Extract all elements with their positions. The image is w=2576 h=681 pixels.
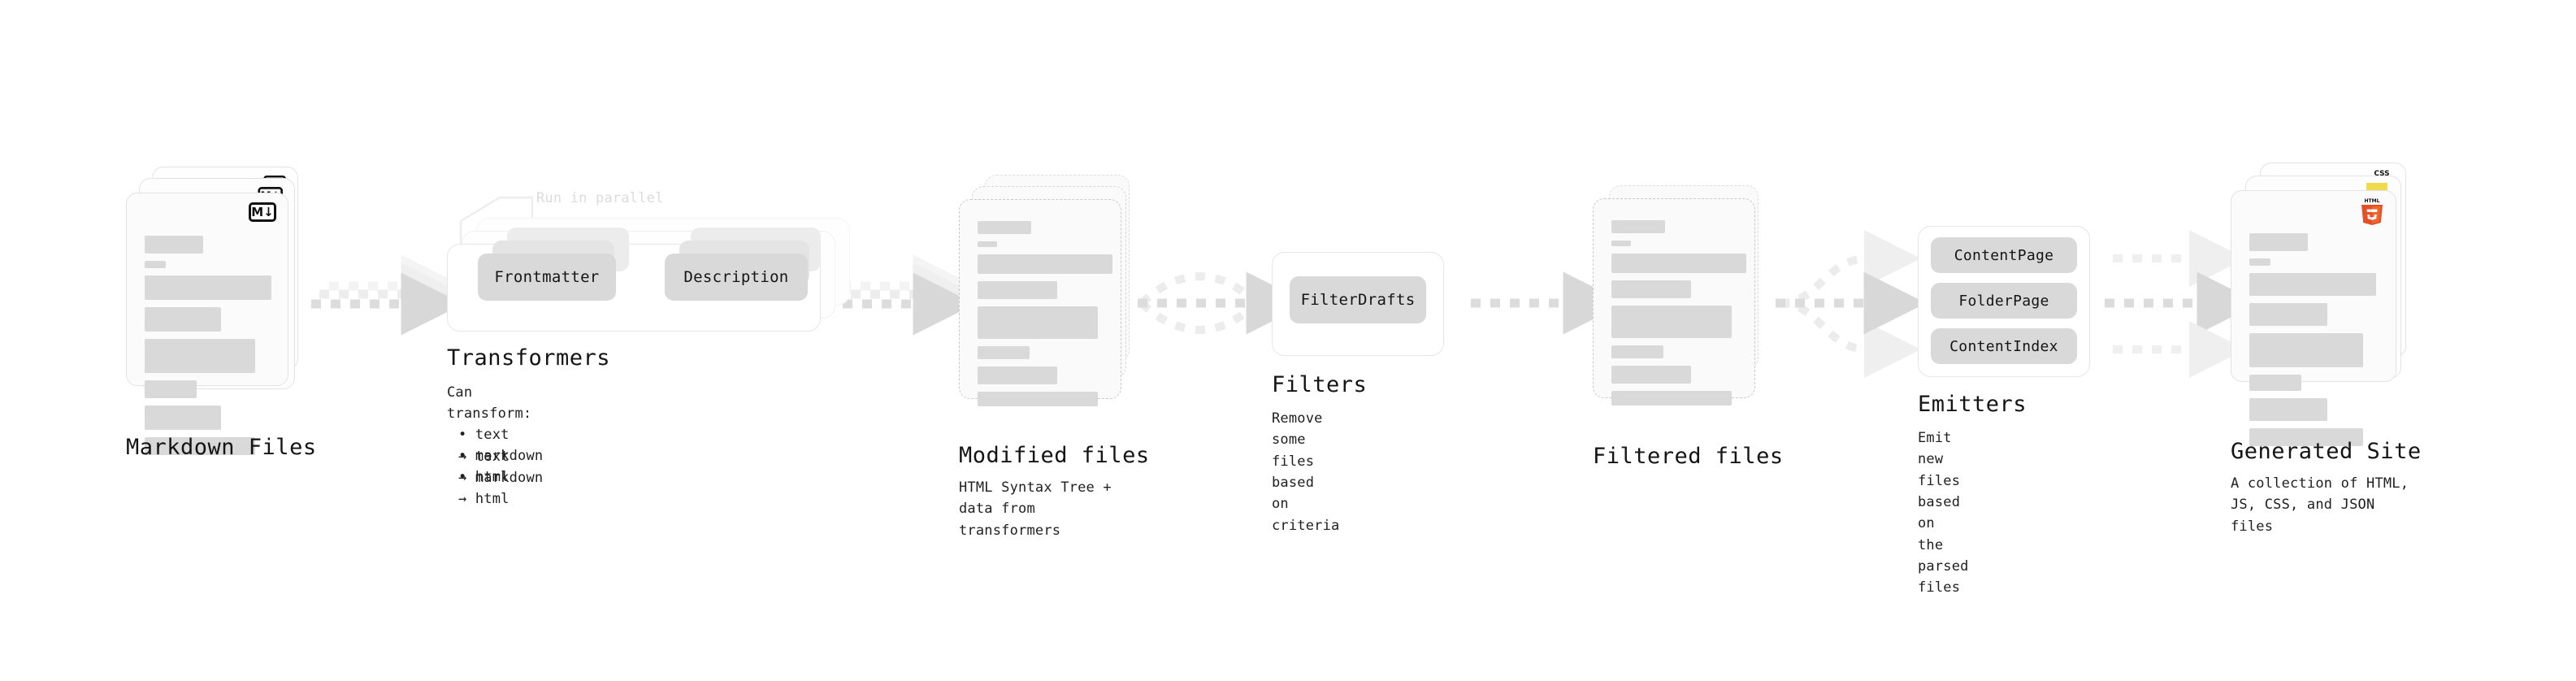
connector-filtered-to-emitters — [1776, 230, 1927, 378]
stage-title-filters: Filters — [1272, 372, 1368, 397]
modified-doc-front[interactable] — [959, 199, 1121, 406]
skeleton-bar — [1611, 366, 1691, 384]
transformers-bullet-2: • html → html — [458, 445, 510, 510]
stage-filtered-files: Filtered files — [1593, 185, 1783, 469]
skeleton-bar — [978, 367, 1057, 384]
bullet-dot: • — [458, 427, 475, 444]
skeleton-bar — [978, 281, 1057, 299]
transformers-bullet-1: • markdown → markdown — [458, 424, 543, 488]
skeleton-bar — [145, 380, 197, 398]
filters-subtitle: Remove some files based on criteria — [1272, 410, 1340, 534]
modified-files-subtitle: HTML Syntax Tree + data from transformer… — [959, 479, 1112, 539]
emitters-pill-contentindex[interactable]: ContentIndex — [1931, 328, 2077, 364]
generated-doc-skeleton — [2249, 233, 2378, 453]
svg-text:HTML: HTML — [2365, 198, 2380, 204]
bullet-dot: • — [458, 448, 475, 465]
run-in-parallel-note: Run in parallel — [536, 190, 664, 206]
markdown-badge: M↓ — [249, 202, 276, 222]
stage-markdown-files: M↓ M↓ M↓ Markdown Files — [126, 167, 316, 460]
skeleton-bar — [1611, 280, 1691, 298]
bullet-dot: • — [458, 469, 475, 486]
bullet-text: markdown → markdown — [458, 448, 544, 486]
markdown-doc-skeleton — [145, 236, 271, 462]
skeleton-bar — [145, 339, 255, 373]
stage-title-generated-site: Generated Site — [2231, 439, 2422, 464]
stage-modified-files: Modified files HTML Syntax Tree + data f… — [959, 175, 1149, 539]
emitters-pill-folderpage[interactable]: FolderPage — [1931, 283, 2077, 319]
css-badge-label: CSS — [2374, 170, 2390, 178]
skeleton-bar — [978, 241, 997, 247]
markdown-doc-stack: M↓ M↓ M↓ — [126, 167, 301, 455]
skeleton-bar — [1611, 345, 1663, 358]
stage-title-markdown-files: Markdown Files — [126, 435, 317, 460]
connector-emitters-to-site — [2105, 230, 2260, 378]
skeleton-bar — [1611, 220, 1665, 233]
filtered-doc-skeleton — [1611, 220, 1746, 413]
skeleton-bar — [978, 254, 1112, 274]
skeleton-bar — [145, 307, 221, 332]
bullet-text: text → text — [458, 427, 510, 465]
stage-title-transformers: Transformers — [447, 345, 611, 371]
transformers-subtitle: Can transform: — [447, 384, 532, 423]
skeleton-bar — [2249, 233, 2308, 251]
bullet-text: html → html — [458, 469, 510, 507]
skeleton-bar — [145, 406, 221, 430]
skeleton-bar — [1611, 391, 1732, 406]
skeleton-bar — [978, 221, 1031, 234]
skeleton-bar — [2249, 273, 2376, 296]
skeleton-bar — [2249, 428, 2363, 446]
filtered-doc-front[interactable] — [1593, 198, 1755, 406]
skeleton-bar — [978, 346, 1030, 359]
skeleton-bar — [2249, 258, 2270, 266]
stage-title-emitters: Emitters — [1918, 392, 2027, 417]
modified-doc-skeleton — [978, 221, 1112, 414]
generated-doc-front[interactable]: HTML — [2231, 190, 2396, 446]
skeleton-bar — [145, 437, 255, 455]
connector-modified-to-filters — [1138, 271, 1309, 335]
stage-title-modified-files: Modified files — [959, 443, 1150, 468]
transformer-pill-frontmatter[interactable]: Frontmatter — [478, 254, 616, 301]
filtered-doc-stack — [1593, 185, 1767, 429]
transformers-bullet-0: • text → text — [458, 403, 510, 467]
stage-generated-site: CSS JS HTML — [2231, 163, 2421, 535]
connector-md-to-transformers — [311, 254, 464, 336]
stage-title-filtered-files: Filtered files — [1593, 444, 1784, 469]
skeleton-bar — [978, 392, 1098, 406]
emitters-pill-contentpage[interactable]: ContentPage — [1931, 237, 2077, 273]
skeleton-bar — [2249, 333, 2363, 367]
generated-site-subtitle: A collection of HTML, JS, CSS, and JSON … — [2231, 475, 2409, 535]
skeleton-bar — [145, 275, 271, 300]
markdown-doc-front[interactable]: M↓ — [126, 193, 288, 455]
filters-pill-filterdrafts[interactable]: FilterDrafts — [1290, 276, 1426, 323]
skeleton-bar — [1611, 254, 1746, 273]
skeleton-bar — [2249, 303, 2327, 326]
skeleton-bar — [145, 236, 203, 254]
modified-doc-stack — [959, 175, 1134, 419]
skeleton-bar — [2249, 375, 2301, 391]
generated-doc-stack: CSS JS HTML — [2231, 163, 2418, 446]
html5-shield-icon: HTML — [2361, 198, 2383, 225]
skeleton-bar — [145, 261, 166, 268]
html5-badge: HTML — [2360, 197, 2384, 225]
emitters-subtitle: Emit new files based on the parsed files — [1918, 430, 1969, 596]
skeleton-bar — [1611, 241, 1631, 246]
transformer-pill-description[interactable]: Description — [665, 254, 808, 301]
skeleton-bar — [2249, 398, 2327, 421]
skeleton-bar — [1611, 306, 1732, 338]
skeleton-bar — [978, 306, 1098, 339]
